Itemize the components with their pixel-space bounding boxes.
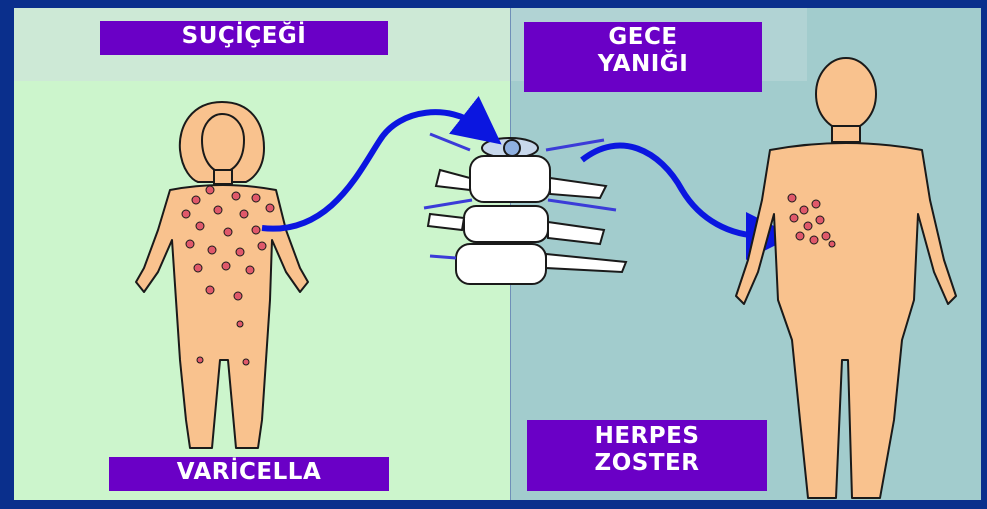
label-varicella: VARİCELLA	[109, 457, 389, 491]
label-varicella-text: VARİCELLA	[109, 459, 389, 486]
label-sucicegi: SUÇİÇEĞİ	[100, 21, 388, 55]
label-herpes-line1: HERPES	[527, 423, 767, 450]
arrow-spine-to-adult	[582, 146, 764, 236]
label-gece-line1: GECE	[524, 24, 762, 51]
label-herpes-line2: ZOSTER	[527, 450, 767, 477]
spine-illustration	[424, 134, 626, 284]
arrow-child-to-spine	[262, 112, 478, 228]
label-sucicegi-text: SUÇİÇEĞİ	[100, 23, 388, 50]
child-figure	[136, 102, 308, 448]
label-gece-line2: YANIĞI	[524, 51, 762, 78]
label-gece-yanigi: GECE YANIĞI	[524, 22, 762, 92]
adult-figure	[736, 58, 956, 498]
label-herpes-zoster: HERPES ZOSTER	[527, 420, 767, 491]
